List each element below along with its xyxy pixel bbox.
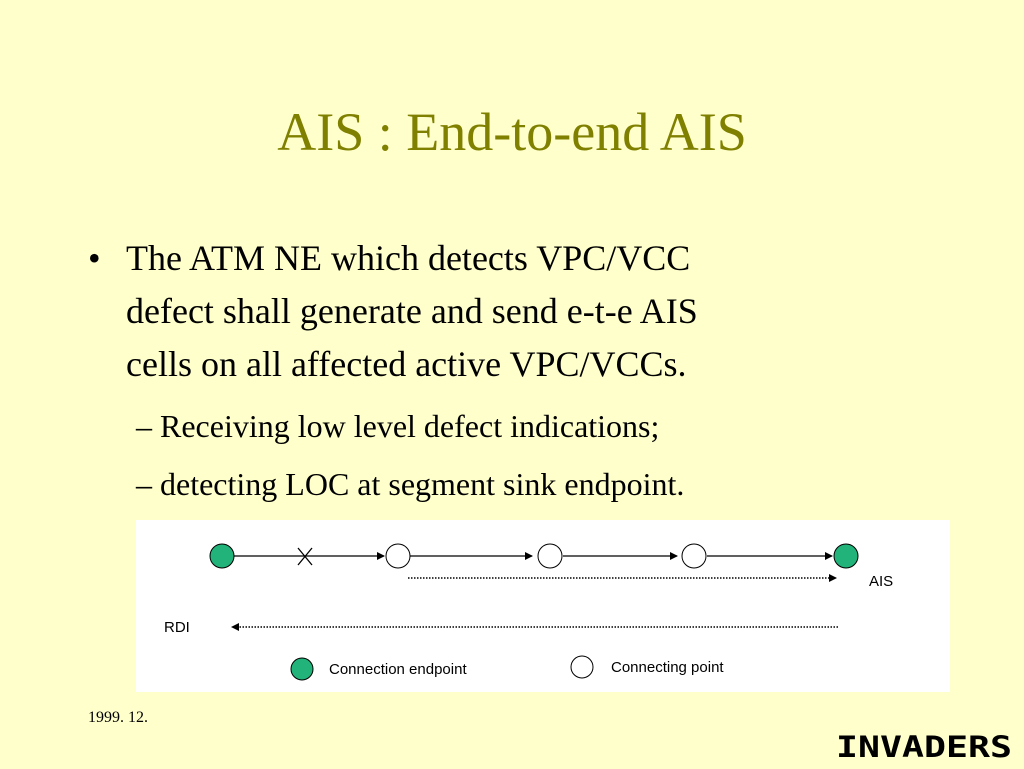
connection-endpoint-left <box>209 543 235 569</box>
bullet-line-3: cells on all affected active VPC/VCCs. <box>126 344 687 384</box>
bullet-line-2: defect shall generate and send e-t-e AIS <box>126 291 698 331</box>
ais-diagram: AIS RDI Connection endpoint Connecting p… <box>136 520 950 692</box>
legend-connecting-icon <box>570 655 594 679</box>
slide-title: AIS : End-to-end AIS <box>277 102 747 162</box>
legend-endpoint-label: Connection endpoint <box>329 661 467 678</box>
ais-label: AIS <box>869 573 893 590</box>
main-bullet: • The ATM NE which detects VPC/VCC defec… <box>88 232 888 391</box>
footer-date: 1999. 12. <box>88 709 148 726</box>
sub-bullet-2: – detecting LOC at segment sink endpoint… <box>136 466 685 502</box>
connecting-point-2 <box>537 543 563 569</box>
svg-text:INVADERS: INVADERS <box>836 730 1012 764</box>
connecting-point-1 <box>385 543 411 569</box>
rdi-label: RDI <box>164 619 190 636</box>
defect-x-mark <box>297 547 313 566</box>
sub-bullet-1: – Receiving low level defect indications… <box>136 408 660 444</box>
invaders-logo: INVADERS <box>834 728 1016 769</box>
ais-diagram-svg: AIS RDI Connection endpoint Connecting p… <box>164 543 893 681</box>
invaders-logo-graphic: INVADERS <box>834 728 1016 764</box>
bullet-line-1: The ATM NE which detects VPC/VCC <box>126 238 691 278</box>
connecting-point-3 <box>681 543 707 569</box>
legend-endpoint-icon <box>290 657 314 681</box>
legend-connecting-label: Connecting point <box>611 659 724 676</box>
bullet-dot: • <box>88 238 101 278</box>
connection-endpoint-right <box>833 543 859 569</box>
